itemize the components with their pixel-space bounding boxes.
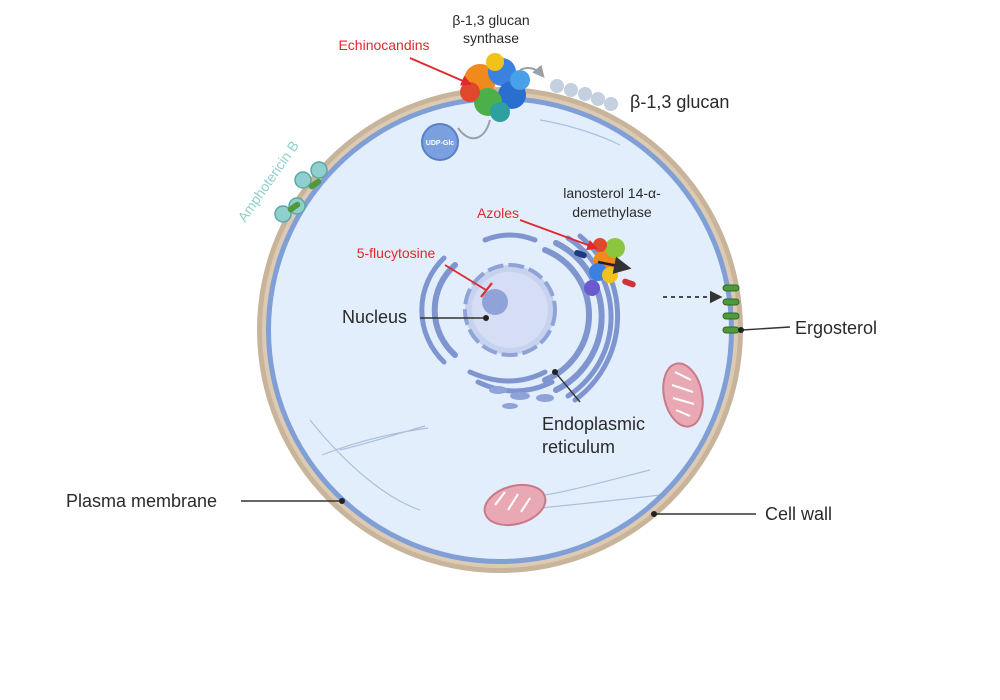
echinocandins-label: Echinocandins <box>338 37 429 53</box>
azoles-inhibition-line <box>519 219 599 251</box>
flucytosine-label: 5-flucytosine <box>357 245 436 261</box>
flucytosine-inhibition-bar <box>480 282 493 298</box>
ergosterol-label: Ergosterol <box>795 318 877 338</box>
synthase-label-line-2: synthase <box>463 30 519 46</box>
azoles-label: Azoles <box>477 205 519 221</box>
udp-to-synthase-arrow <box>457 119 491 140</box>
cell-wall-label: Cell wall <box>765 504 832 524</box>
er-label-line-2: reticulum <box>542 437 615 457</box>
demethylase-reaction-arrow <box>597 256 632 274</box>
amphotericin-b-pores <box>274 161 328 223</box>
leader-lines <box>241 315 791 517</box>
ergosterol-membrane <box>722 284 740 334</box>
synthase-label-line-1: β-1,3 glucan <box>452 12 529 28</box>
udp-glc-label: UDP-Glc <box>426 140 455 147</box>
mitochondrion-1 <box>662 362 704 428</box>
endoplasmic-reticulum <box>419 232 621 403</box>
echinocandins-inhibition-line <box>409 57 472 86</box>
plasma-membrane-label: Plasma membrane <box>66 491 217 511</box>
nucleus <box>463 263 557 357</box>
mitochondrion-2 <box>483 483 547 527</box>
glucan-chain <box>550 79 618 111</box>
glucan-synthase-protein <box>460 53 530 122</box>
lanosterol-label-line-2: demethylase <box>572 204 652 220</box>
lanosterol-label-line-1: lanosterol 14-α- <box>563 185 661 201</box>
lanosterol-demethylase-protein <box>584 238 625 296</box>
nucleus-label: Nucleus <box>342 307 407 327</box>
glucan-label: β-1,3 glucan <box>630 92 729 112</box>
er-vesicles <box>489 386 554 409</box>
lanosterol-molecule <box>574 249 587 259</box>
nucleolus <box>482 289 508 315</box>
flucytosine-inhibition-line <box>444 264 487 291</box>
ergosterol-product-molecule <box>622 278 636 288</box>
udp-glc-molecule: UDP-Glc <box>421 123 459 161</box>
glucan-export-arrow <box>519 64 545 78</box>
er-label-line-1: Endoplasmic <box>542 414 645 434</box>
